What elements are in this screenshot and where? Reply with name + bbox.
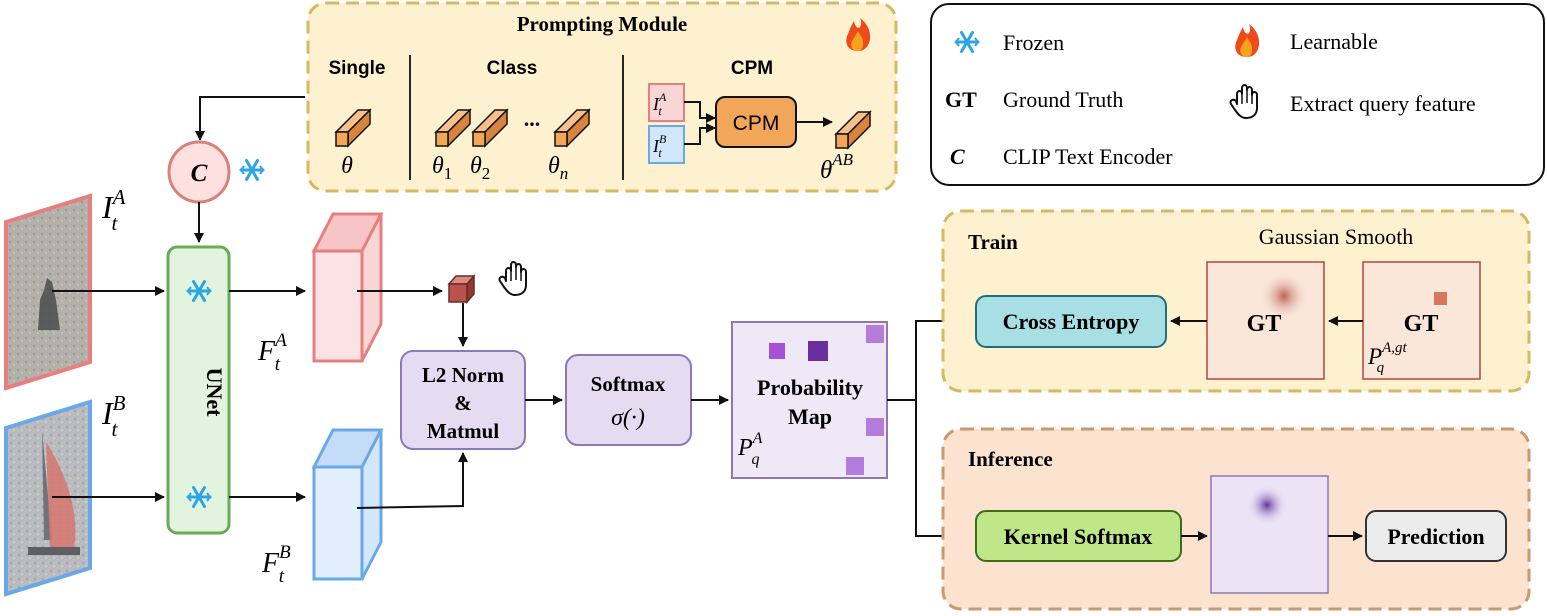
theta-2: θ2 <box>470 153 490 183</box>
legend-c-label: CLIP Text Encoder <box>1003 144 1173 169</box>
prediction-label: Prediction <box>1387 524 1484 549</box>
gt-point-map <box>1362 261 1481 380</box>
input-image-b <box>4 399 92 597</box>
legend: Frozen Learnable GT Ground Truth Extract… <box>930 3 1545 186</box>
inference-title: Inference <box>968 447 1053 471</box>
prompting-module: Prompting Module Single Class CPM θ ... <box>306 1 898 193</box>
unet-label: UNet <box>202 368 227 418</box>
cpm-prompt-cube <box>834 110 872 150</box>
svg-text:IAt: IAt <box>652 90 667 118</box>
arrow-prompt-to-c <box>195 96 305 141</box>
gt-gaussian-blob <box>1260 272 1308 320</box>
theta-n: θn <box>548 153 568 183</box>
gt-point-label: GT <box>1404 311 1439 337</box>
softmax-sigma: σ(·) <box>611 405 645 431</box>
theta-ab: θAB <box>820 150 854 184</box>
clip-node-label: C <box>191 160 208 187</box>
gaussian-smooth-label: Gaussian Smooth <box>1259 224 1414 249</box>
arrow-ib-to-cpm <box>684 123 716 145</box>
cpm-block-label: CPM <box>733 112 780 135</box>
l2-line2: & <box>454 391 472 415</box>
train-title: Train <box>968 230 1018 254</box>
query-feature-cube <box>447 274 476 304</box>
legend-frozen: Frozen <box>1003 30 1064 55</box>
feature-map-b <box>311 428 384 581</box>
l2-line1: L2 Norm <box>422 363 505 387</box>
prob-map-cell <box>866 418 884 436</box>
arrow-ia-to-cpm <box>684 101 716 123</box>
kernel-softmax-label: Kernel Softmax <box>1004 524 1152 549</box>
l2-line3: Matmul <box>427 419 499 443</box>
single-prompt-cube <box>334 108 372 148</box>
class-header: Class <box>487 58 538 79</box>
single-header: Single <box>328 58 385 79</box>
gt-smoothed-label: GT <box>1247 311 1282 337</box>
prob-map-line1: Probability <box>757 375 863 400</box>
feature-map-a <box>311 212 384 363</box>
legend-gt-label: Ground Truth <box>1003 87 1123 112</box>
svg-text:IBt: IBt <box>652 132 667 160</box>
legend-c-abbr: C <box>950 144 965 169</box>
theta-single: θ <box>341 153 353 179</box>
softmax-block <box>565 354 692 446</box>
hand-icon <box>498 261 527 296</box>
class-prompt-cube-2 <box>471 108 509 148</box>
theta-1: θ1 <box>432 153 452 183</box>
inference-panel: Inference Kernel Softmax Prediction <box>941 427 1531 611</box>
cross-entropy-block <box>975 295 1167 348</box>
gt-point-marker <box>1434 292 1447 305</box>
prob-map-cell <box>846 457 864 475</box>
class-prompt-cube-n <box>553 108 591 148</box>
legend-gt-abbr: GT <box>945 87 977 112</box>
snowflake-icon <box>239 159 265 181</box>
legend-hand-label: Extract query feature <box>1290 91 1476 116</box>
input-image-a <box>4 193 92 391</box>
prob-map-cell <box>769 343 785 359</box>
arrow-fb-to-l2 <box>356 452 468 509</box>
cross-entropy-label: Cross Entropy <box>1003 309 1140 334</box>
class-ellipsis: ... <box>524 106 541 131</box>
prompting-module-title: Prompting Module <box>517 12 688 36</box>
softmax-label: Softmax <box>591 372 666 396</box>
legend-learnable: Learnable <box>1290 29 1378 54</box>
prob-map-cell <box>808 341 828 361</box>
prediction-block <box>1365 510 1507 562</box>
prob-map-cell <box>866 325 884 343</box>
train-panel: Train Gaussian Smooth Cross Entropy GT G… <box>941 209 1531 393</box>
class-prompt-cube-1 <box>434 108 472 148</box>
prob-map-line2: Map <box>788 404 832 429</box>
prediction-blob <box>1247 485 1287 525</box>
cpm-header: CPM <box>731 58 773 79</box>
unet-block <box>166 245 231 535</box>
